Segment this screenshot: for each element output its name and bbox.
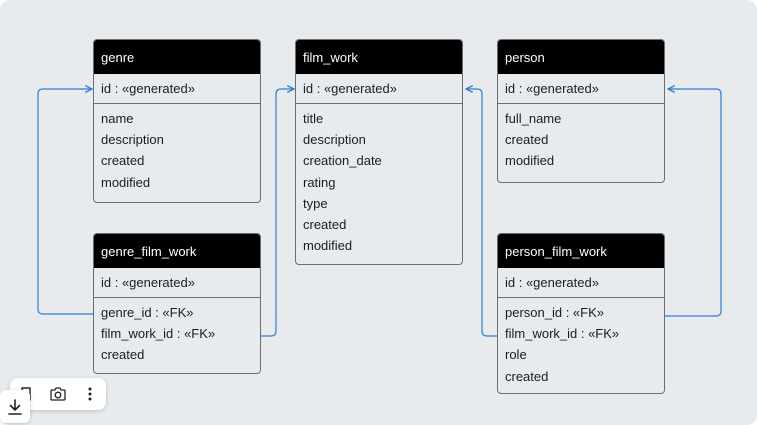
entity-genre[interactable]: genre id : «generated» name description … (93, 39, 261, 203)
download-button[interactable] (0, 390, 30, 423)
entity-primary-key: id : «generated» (296, 74, 462, 104)
entity-field: created (505, 132, 549, 148)
entity-field: description (101, 132, 164, 148)
entity-primary-key: id : «generated» (498, 268, 664, 298)
entity-field: person_id : «FK» (505, 305, 605, 320)
entity-field: full_name (505, 111, 562, 126)
entity-primary-key: id : «generated» (498, 74, 664, 104)
entity-primary-key: id : «generated» (94, 74, 260, 104)
entity-fields: person_id : «FK» film_work_id : «FK» rol… (498, 298, 664, 391)
entity-field: film_work_id : «FK» (101, 326, 216, 342)
entity-field: created (303, 216, 347, 232)
entity-field: modified (303, 238, 353, 254)
entity-field: created (505, 368, 549, 384)
link-genre-film-work-id-to-film-work (217, 89, 294, 337)
entity-field: modified (101, 174, 151, 190)
entity-title: genre_film_work (94, 234, 260, 268)
more-options-button[interactable] (74, 378, 106, 410)
entity-person[interactable]: person id : «generated» full_name create… (497, 39, 665, 183)
link-person-film-work-id-to-film-work (466, 89, 497, 337)
entity-field: creation_date (303, 153, 382, 169)
entity-field: name (101, 111, 134, 126)
entity-field: rating (303, 174, 336, 190)
download-icon (8, 398, 22, 415)
entity-title: film_work (296, 40, 462, 74)
entity-field: type (303, 195, 328, 211)
entity-field: role (505, 347, 527, 363)
entity-title: person_film_work (498, 234, 664, 268)
entity-field: genre_id : «FK» (101, 305, 194, 320)
screenshot-button[interactable] (42, 378, 74, 410)
entity-field: created (101, 153, 145, 169)
entity-field: created (101, 347, 145, 363)
entity-fields: name description created modified (94, 104, 260, 197)
entity-film-work[interactable]: film_work id : «generated» title descrip… (295, 39, 463, 265)
camera-icon (50, 387, 66, 401)
entity-genre-film-work[interactable]: genre_film_work id : «generated» genre_i… (93, 233, 261, 374)
entity-primary-key: id : «generated» (94, 268, 260, 298)
entity-title: person (498, 40, 664, 74)
entity-field: film_work_id : «FK» (505, 326, 620, 342)
link-genre-id-to-genre (37, 89, 93, 315)
entity-title: genre (94, 40, 260, 74)
link-person-id-to-person (606, 89, 722, 317)
entity-person-film-work[interactable]: person_film_work id : «generated» person… (497, 233, 665, 394)
entity-field: description (303, 132, 366, 148)
entity-field: title (303, 111, 324, 126)
entity-field: modified (505, 153, 555, 169)
entity-fields: full_name created modified (498, 104, 664, 176)
entity-fields: genre_id : «FK» film_work_id : «FK» crea… (94, 298, 260, 370)
entity-fields: title description creation_date rating t… (296, 104, 462, 260)
more-vertical-icon (88, 387, 92, 401)
